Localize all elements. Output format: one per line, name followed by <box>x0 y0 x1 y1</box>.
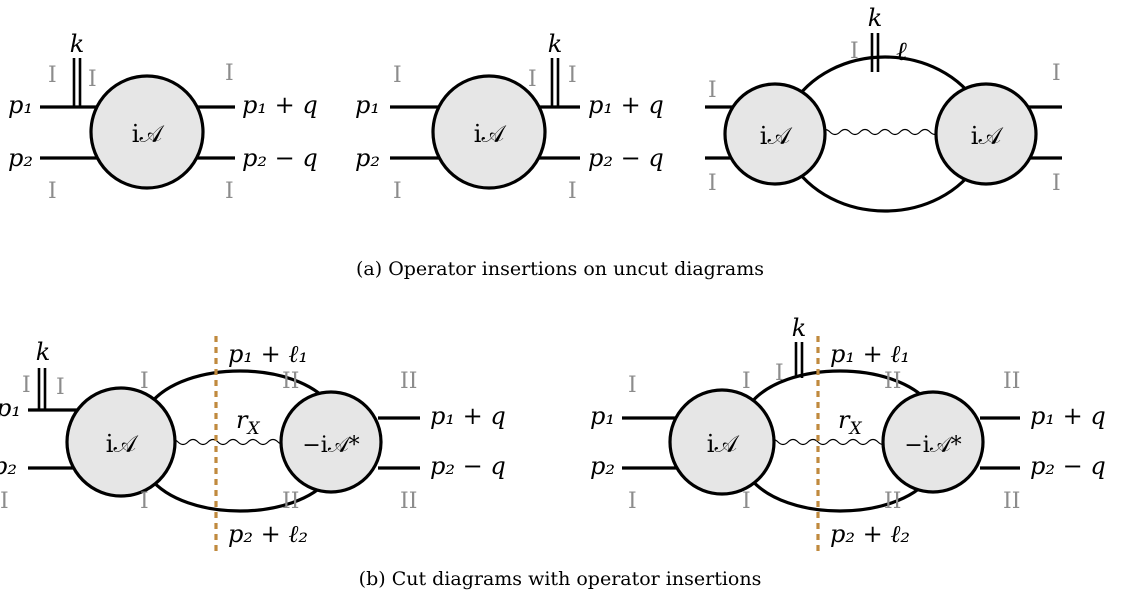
amplitude-label: i𝒜 <box>707 430 740 458</box>
diagram-b2: i𝒜 −i𝒜* k p₁ p₂ p₁ + q p₂ − q p₁ + ℓ₁ p₂… <box>590 314 1106 552</box>
loop-momentum-label: ℓ <box>896 37 907 67</box>
region-label: II <box>1003 369 1020 394</box>
momentum-label-p1: p₁ <box>8 91 33 119</box>
region-label: I <box>393 63 402 88</box>
region-label: I <box>0 489 9 514</box>
region-label: II <box>282 369 299 394</box>
region-label: I <box>225 61 234 86</box>
region-label: I <box>708 171 717 196</box>
region-label: I <box>850 39 859 64</box>
region-label: II <box>1003 489 1020 514</box>
region-label: I <box>775 361 784 386</box>
region-label: I <box>1052 61 1061 86</box>
momentum-label-p2: p₂ <box>355 144 380 172</box>
region-label: I <box>48 179 57 204</box>
momentum-label-k: k <box>868 4 883 32</box>
region-label: I <box>528 67 537 92</box>
momentum-label-p2l2: p₂ + ℓ₂ <box>830 520 910 548</box>
region-label: II <box>400 489 417 514</box>
momentum-label-p2: p₂ <box>0 452 17 480</box>
conjugate-amplitude-blob <box>881 390 985 494</box>
region-label: I <box>568 179 577 204</box>
region-label: I <box>393 179 402 204</box>
momentum-label-k: k <box>548 30 563 58</box>
region-label: I <box>22 373 31 398</box>
momentum-label-p1l1: p₁ + ℓ₁ <box>228 340 308 368</box>
region-label: I <box>628 489 637 514</box>
region-label: II <box>400 369 417 394</box>
momentum-label-p1q: p₁ + q <box>588 91 664 119</box>
caption-b: (b) Cut diagrams with operator insertion… <box>359 568 762 590</box>
loop-lower <box>148 477 332 513</box>
conjugate-amplitude-blob <box>279 390 383 494</box>
region-label: II <box>884 369 901 394</box>
caption-a: (a) Operator insertions on uncut diagram… <box>356 258 764 280</box>
region-label: I <box>708 78 717 103</box>
exchange-line <box>167 438 289 446</box>
momentum-label-k: k <box>792 314 807 342</box>
diagram-b1: i𝒜 −i𝒜* k p₁ p₂ p₁ + q p₂ − q p₁ + ℓ₁ p₂… <box>0 336 506 552</box>
momentum-label-p1l1: p₁ + ℓ₁ <box>830 340 910 368</box>
amplitude-blob <box>668 388 776 496</box>
diagram-a3: i𝒜 i𝒜 k ℓ I I I I I <box>705 4 1062 213</box>
conjugate-amplitude-label: −i𝒜* <box>302 433 359 458</box>
momentum-label-p1: p₁ <box>0 394 21 422</box>
exchange-line <box>767 438 889 446</box>
momentum-label-p2q: p₂ − q <box>1030 452 1106 480</box>
momentum-label-p2q: p₂ − q <box>430 452 506 480</box>
momentum-label-p1q: p₁ + q <box>430 402 506 430</box>
amplitude-label: i𝒜 <box>971 122 1004 150</box>
exchange-label: rX <box>236 406 260 439</box>
momentum-label-p2q: p₂ − q <box>242 144 318 172</box>
momentum-label-p1q: p₁ + q <box>1030 402 1106 430</box>
region-label: I <box>140 489 149 514</box>
region-label: I <box>742 369 751 394</box>
region-label: I <box>48 63 57 88</box>
amplitude-blob <box>65 386 177 498</box>
momentum-label-p2: p₂ <box>8 144 33 172</box>
amplitude-blob <box>934 82 1038 186</box>
loop-upper <box>148 369 332 405</box>
region-label: I <box>225 179 234 204</box>
diagram-a1: i𝒜 k p₁ p₂ p₁ + q p₂ − q I I I I I <box>8 30 318 204</box>
amplitude-label: i𝒜 <box>132 120 165 148</box>
region-label: I <box>140 369 149 394</box>
momentum-label-k: k <box>70 30 85 58</box>
region-label: II <box>884 489 901 514</box>
loop-upper <box>788 55 982 109</box>
momentum-label-p2l2: p₂ + ℓ₂ <box>228 520 308 548</box>
momentum-label-p2q: p₂ − q <box>588 144 664 172</box>
loop-lower <box>788 159 982 213</box>
region-label: I <box>742 489 751 514</box>
amplitude-label: i𝒜 <box>106 430 139 458</box>
conjugate-amplitude-label: −i𝒜* <box>904 433 961 458</box>
region-label: I <box>56 375 65 400</box>
diagram-a2: i𝒜 k p₁ p₂ p₁ + q p₂ − q I I I I I <box>355 30 664 204</box>
region-label: I <box>88 67 97 92</box>
loop-upper <box>748 369 932 405</box>
exchange-label: rX <box>838 406 862 439</box>
amplitude-blob <box>723 82 827 186</box>
exchange-line <box>819 128 951 136</box>
amplitude-label: i𝒜 <box>760 122 793 150</box>
momentum-label-p1q: p₁ + q <box>242 91 318 119</box>
region-label: I <box>1052 171 1061 196</box>
momentum-label-p1: p₁ <box>355 91 380 119</box>
amplitude-blob <box>431 74 547 190</box>
region-label: II <box>282 489 299 514</box>
region-label: I <box>628 373 637 398</box>
region-label: I <box>568 63 577 88</box>
loop-lower <box>748 477 932 513</box>
momentum-label-p2: p₂ <box>590 452 615 480</box>
momentum-label-k: k <box>36 338 51 366</box>
amplitude-label: i𝒜 <box>474 120 507 148</box>
amplitude-blob <box>89 74 205 190</box>
momentum-label-p1: p₁ <box>590 402 615 430</box>
